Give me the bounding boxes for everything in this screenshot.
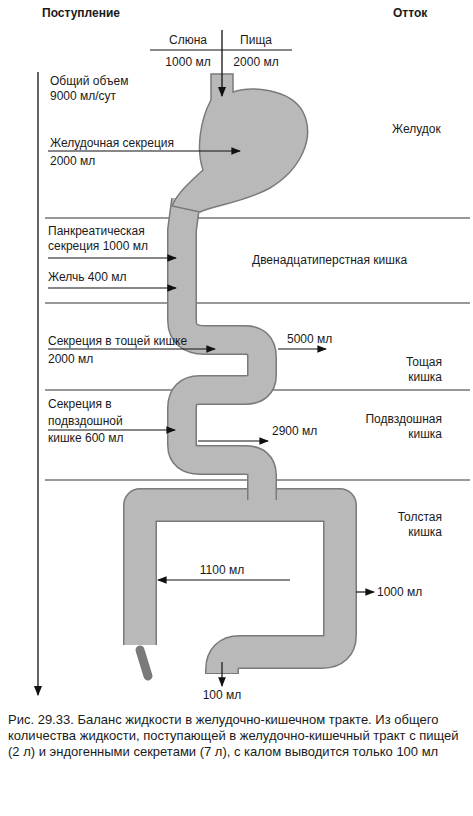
text-label: Толстая кишка [386,510,442,540]
table-rule [150,50,292,51]
text-label: Тощая кишка [390,355,442,385]
text-label: 1000 мл [155,55,221,70]
absorption-arrow [198,440,268,441]
small-intestine [182,200,262,506]
text-label: Общий объем 9000 мл/сут [50,74,142,104]
text-label: 1000 мл [377,585,437,600]
text-label: Слюна [155,33,221,48]
intake-arrow [221,30,222,96]
text-label: Панкреатическая секреция 1000 мл [48,224,173,254]
text-label: Двенадцатиперстная кишка [252,253,467,268]
text-label: Секреция в подвздошной кишке 600 мл [48,396,140,447]
figure-caption: Рис. 29.33. Баланс жидкости в желудочно-… [8,712,463,760]
text-label: 2900 мл [272,424,332,439]
colon-outline [140,505,340,674]
appendix [140,650,148,676]
volume-axis-arrow [37,72,38,695]
text-label: Секреция в тощей кишке 2000 мл [48,332,198,368]
flow-arrow [158,579,290,580]
excretion-arrow [221,662,222,686]
secretion-arrow [48,348,215,349]
absorption-arrow [278,348,326,349]
text-label: Пища [223,33,289,48]
text-label: 1100 мл [192,563,252,578]
text-label: 100 мл [192,688,252,703]
text-label: Желудок [392,122,472,137]
secretion-arrow [48,150,240,151]
text-label: Поступление [42,6,152,21]
secretion-arrow [48,257,176,258]
stomach [172,74,308,212]
text-label: Подвздошная кишка [357,412,442,442]
colon [140,505,340,673]
band-separator [45,303,470,304]
band-separator [45,218,470,219]
text-label: Отток [393,6,463,21]
secretion-arrow [48,287,176,288]
absorption-arrow [356,591,374,592]
text-label: Желудочная секреция 2000 мл [50,134,185,170]
text-label: 5000 мл [287,332,347,347]
text-label: 2000 мл [223,55,289,70]
text-label: Желчь 400 мл [48,270,158,285]
secretion-arrow [48,429,175,430]
